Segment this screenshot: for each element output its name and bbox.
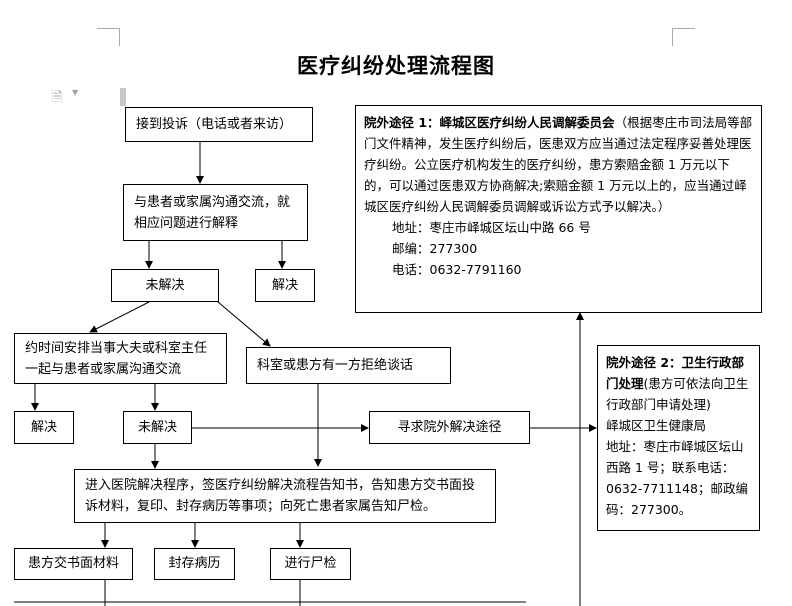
node-label: 解决	[271, 277, 298, 293]
route-contact: 地址：枣庄市峄城区坛山西路 1 号；联系电话：0632-7711148；邮政编码…	[606, 439, 748, 517]
seal-records-node: 封存病历	[154, 548, 235, 580]
unresolved-node: 未解决	[123, 411, 192, 444]
unresolved-node: 未解决	[111, 269, 219, 302]
route-postcode: 邮编：277300	[392, 241, 478, 256]
crop-mark	[119, 28, 120, 46]
node-label: 科室或患方有一方拒绝谈话	[257, 357, 414, 373]
node-label: 未解决	[137, 419, 177, 435]
node-label: 解决	[30, 419, 57, 435]
node-label: 患方交书面材料	[27, 556, 119, 571]
node-label: 接到投诉（电话或者来访）	[136, 116, 293, 132]
route-heading: 院外途径 1：峄城区医疗纠纷人民调解委员会	[364, 115, 615, 130]
route-phone: 电话：0632-7791160	[392, 262, 522, 277]
node-label: 与患者或家属沟通交流，就相应问题进行解释	[134, 194, 291, 231]
route-body: (患方可依法向卫生行政部门申请处理)	[606, 376, 749, 412]
route-heading: 院外途径 2：卫生行政部门处理	[606, 355, 745, 391]
route-org: 峄城区卫生健康局	[606, 418, 707, 433]
chevron-down-icon[interactable]: ▼	[72, 88, 79, 97]
text-cursor	[120, 88, 126, 106]
crop-mark	[97, 28, 119, 29]
node-label: 进行尸检	[284, 556, 337, 571]
route-address: 地址：枣庄市峄城区坛山中路 66 号	[392, 220, 591, 235]
page-title: 医疗纠纷处理流程图	[297, 53, 495, 78]
node-label: 封存病历	[168, 556, 221, 571]
refuse-talk-node: 科室或患方有一方拒绝谈话	[246, 347, 451, 384]
outside-route-2-box: 院外途径 2：卫生行政部门处理(患方可依法向卫生行政部门申请处理) 峄城区卫生健…	[597, 345, 760, 531]
crop-mark	[673, 28, 695, 29]
node-label: 约时间安排当事大夫或科室主任一起与患者或家属沟通交流	[25, 340, 208, 377]
node-label: 进入医院解决程序，签医疗纠纷解决流程告知书，告知患方交书面投诉材料，复印、封存病…	[85, 478, 476, 514]
receive-complaint-node: 接到投诉（电话或者来访）	[125, 107, 313, 142]
node-label: 未解决	[145, 277, 185, 293]
arrange-meeting-node: 约时间安排当事大夫或科室主任一起与患者或家属沟通交流	[14, 333, 227, 384]
seek-outside-node: 寻求院外解决途径	[369, 411, 530, 444]
enter-procedure-node: 进入医院解决程序，签医疗纠纷解决流程告知书，告知患方交书面投诉材料，复印、封存病…	[74, 469, 496, 523]
outside-route-1-box: 院外途径 1：峄城区医疗纠纷人民调解委员会（根据枣庄市司法局等部门文件精神，发生…	[355, 105, 762, 313]
resolved-node: 解决	[255, 269, 315, 302]
crop-mark	[672, 28, 673, 46]
node-label: 寻求院外解决途径	[397, 419, 502, 435]
autopsy-node: 进行尸检	[270, 548, 351, 580]
route-body: （根据枣庄市司法局等部门文件精神，发生医疗纠纷后，医患双方应当通过法定程序妥善处…	[364, 115, 753, 214]
resolved-node: 解决	[14, 411, 74, 444]
document-icon[interactable]: 🗎	[52, 90, 63, 105]
communicate-node: 与患者或家属沟通交流，就相应问题进行解释	[123, 184, 308, 241]
submit-materials-node: 患方交书面材料	[14, 548, 133, 580]
